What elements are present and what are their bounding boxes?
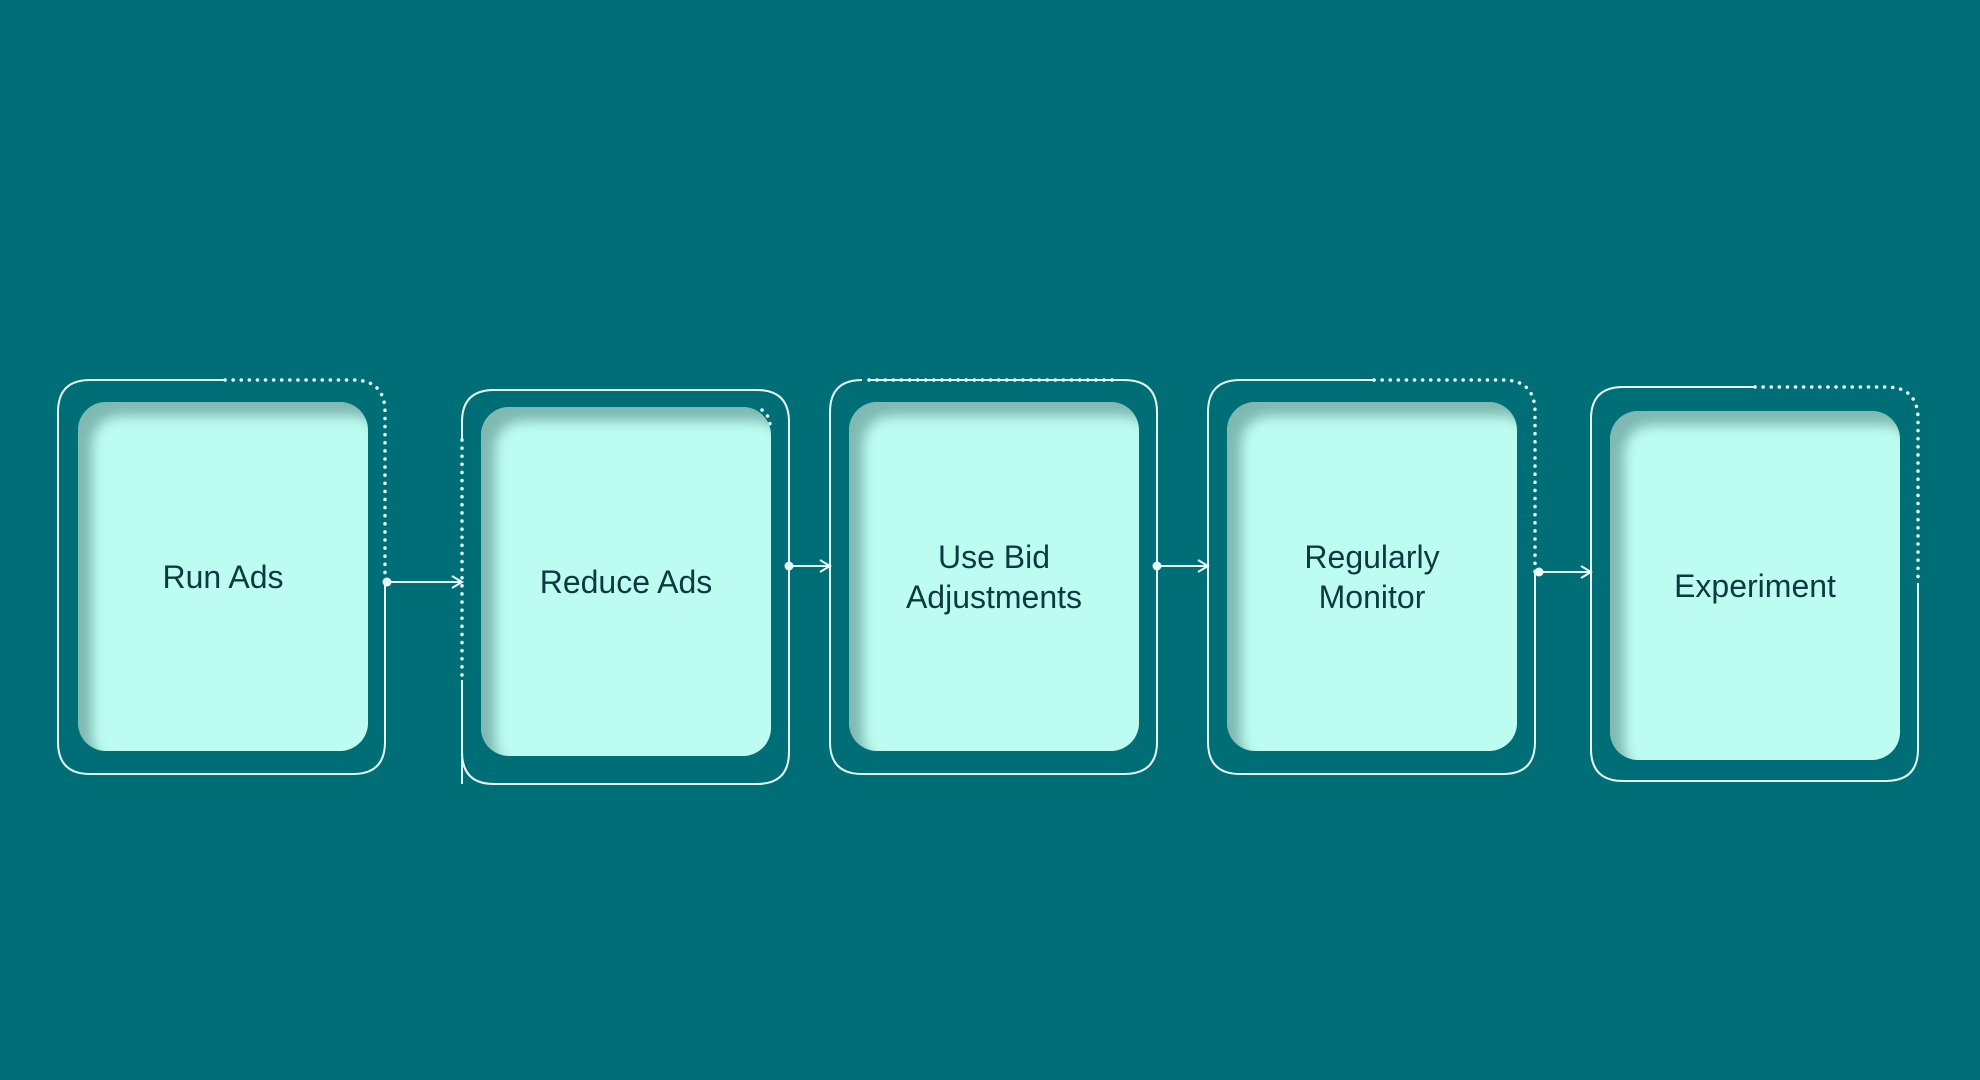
step-label-experiment: Experiment: [1674, 567, 1836, 604]
connector-2-start-dot: [784, 561, 794, 571]
step-label-run-ads: Run Ads: [162, 558, 284, 595]
step-card-regularly-monitor: Regularly Monitor: [1227, 402, 1517, 751]
connector-3-start-dot: [1152, 561, 1162, 571]
step-label-regularly-monitor: Regularly Monitor: [1304, 538, 1440, 615]
step-card-run-ads: Run Ads: [78, 402, 368, 751]
step-card-experiment: Experiment: [1610, 411, 1900, 760]
connector-1-arrowhead: [451, 575, 464, 589]
connector-4-start-dot: [1534, 567, 1544, 577]
connector-4-arrowhead: [1580, 565, 1593, 579]
step-label-reduce-ads: Reduce Ads: [539, 563, 713, 600]
connector-2-arrowhead: [819, 559, 832, 573]
connector-1-start-dot: [382, 577, 392, 587]
step-label-use-bid-adjustments: Use Bid Adjustments: [905, 538, 1083, 615]
connector-3-arrowhead: [1197, 559, 1210, 573]
step-card-reduce-ads: Reduce Ads: [481, 407, 771, 756]
step-card-use-bid-adjustments: Use Bid Adjustments: [849, 402, 1139, 751]
